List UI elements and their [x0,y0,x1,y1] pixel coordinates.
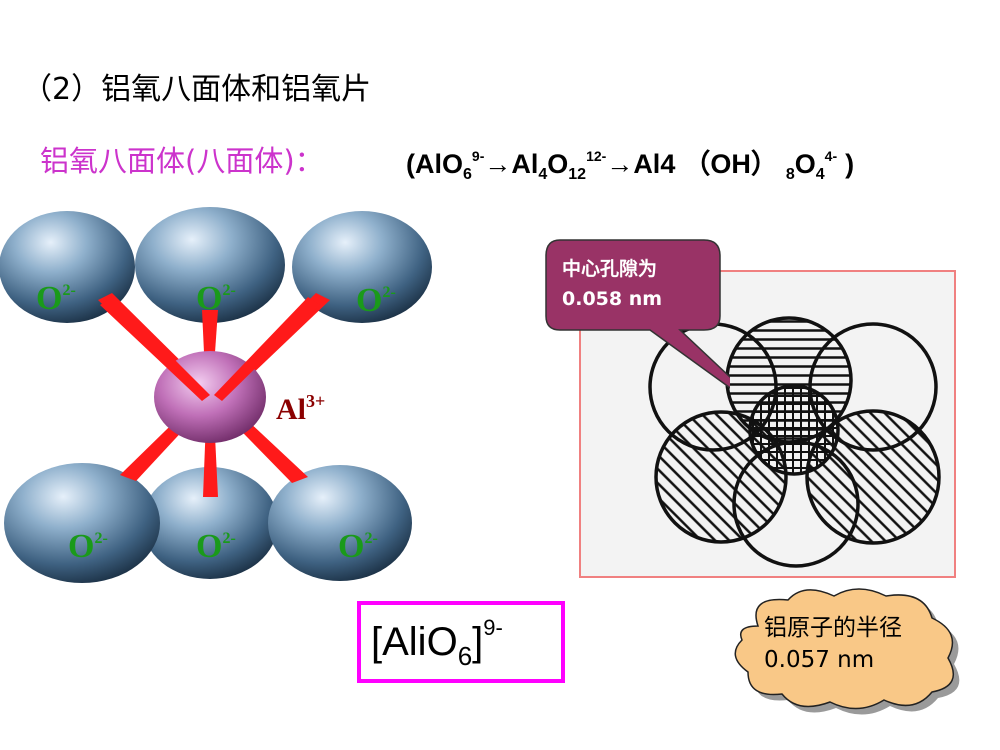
oxygen-ball [268,465,412,581]
octahedron-ball-model: O2- O2- O2- O2- O2- O2- Al3+ [0,207,432,583]
subtitle-label: 铝氧八面体(八面体)： [40,144,324,178]
oxygen-label: O2- [68,528,108,565]
oxygen-label: O2- [338,528,378,565]
formula-box-text: [AliO6]9- [371,615,503,671]
oxygen-ball [0,211,135,323]
cloud-note [734,588,960,715]
central-void [748,384,840,476]
callout-text: 中心孔隙为 0.058 nm [562,258,663,310]
subtitle-row: 铝氧八面体(八面体)： (AlO69-→Al4O1212-→Al4（OH）8O4… [40,138,854,183]
oxygen-ball [4,463,160,583]
oxygen-ball [142,467,278,579]
oxygen-label: O2- [36,280,76,317]
formula-box: [AliO6]9- [357,601,565,683]
packing-circle [805,409,941,545]
packing-sketch [648,316,941,568]
page-heading: （2）铝氧八面体和铝氧片 [22,72,372,107]
oxygen-label: O2- [196,528,236,565]
oxygen-label: O2- [356,282,396,319]
callout-bubble [545,239,730,389]
octahedron-formula: (AlO69-→Al4O1212-→Al4（OH）8O44-) [406,148,855,183]
oxygen-ball [135,207,285,323]
packing-sketch-frame [579,270,956,578]
oxygen-label: O2- [196,280,236,317]
cloud-text: 铝原子的半径 0.057 nm [764,615,902,673]
oxygen-ball [292,211,432,323]
aluminum-label: Al3+ [276,391,325,426]
